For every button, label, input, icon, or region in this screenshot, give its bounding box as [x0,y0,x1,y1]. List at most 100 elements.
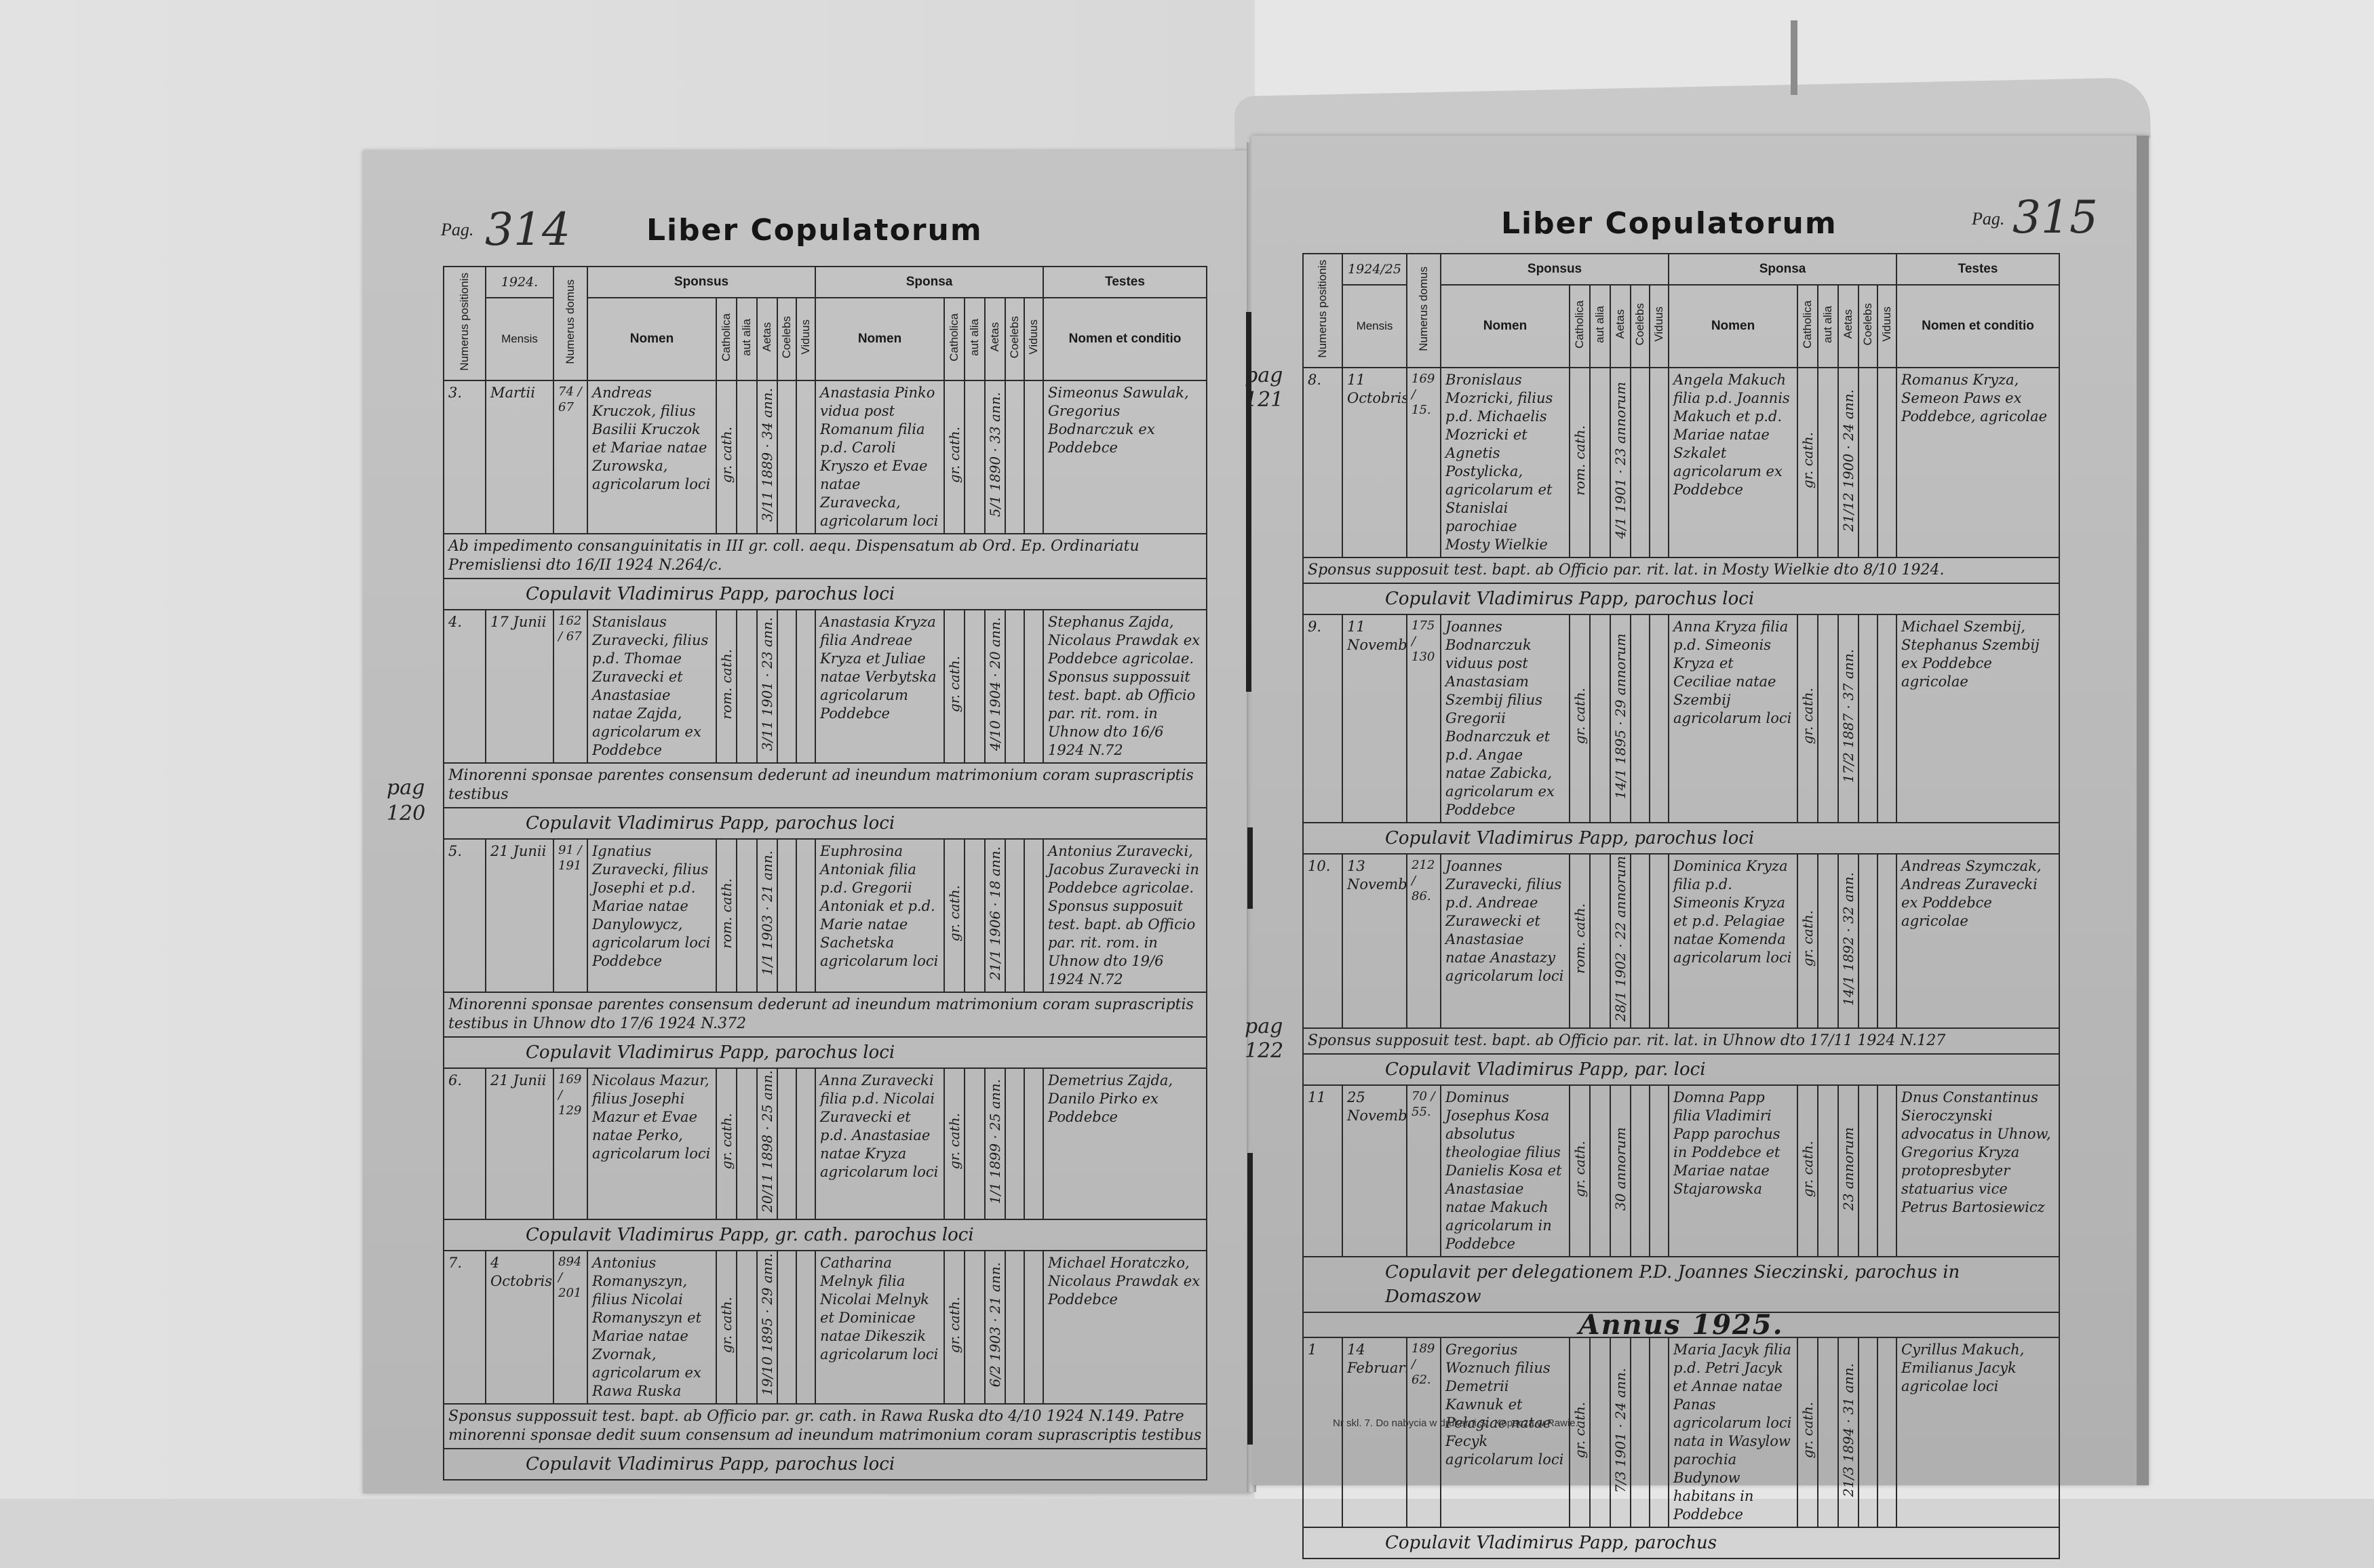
sponsus-religio: rom. cath. [716,609,737,764]
testes-names: Romanus Kryza, Semeon Paws ex Poddebce, … [1896,367,2061,558]
sponsus-name: Dominus Josephus Kosa absolutus theologi… [1440,1084,1570,1258]
sponsa-viduus [1877,1337,1898,1529]
sponsa-aetas: 21/3 1894 · 31 ann. [1837,1337,1860,1529]
sponsus-viduus [1648,852,1670,1030]
copulavit-row: Copulavit Vladimirus Papp, parochus [1302,1527,2061,1560]
sponsa-name: Anna Kryza filia p.d. Simeonis Kryza et … [1668,614,1799,823]
sponsus-aetas: 28/1 1902 · 22 annorum [1610,852,1631,1030]
entry-number: 10. [1302,852,1343,1030]
sponsa-religio: gr. cath. [943,1067,966,1220]
sponsus-aetas-text: 1/1 1903 · 21 ann. [758,850,775,976]
sponsus-name: Ignatius Zuravecki, filius Josephi et p.… [587,838,717,993]
entry-domus: 212 / 86. [1406,852,1441,1030]
copulavit-row: Copulavit Vladimirus Papp, parochus loci [442,1036,1208,1069]
header-mensis: Mensis [485,297,554,381]
entry-month: 4 Octobris [485,1249,554,1405]
sponsa-coelebs [1858,852,1879,1030]
header-sponsa-coelebs: Coelebs [1858,284,1879,368]
entry-note: Sponsus supposuit test. bapt. ab Officio… [1302,557,2061,584]
entry-note: Ab impedimento consanguinitatis in III g… [442,533,1208,579]
register-table-right: Numerus positionis 1924/25 Numerus domus… [1302,253,2061,1560]
sponsa-coelebs [1005,380,1026,534]
sponsus-viduus [795,609,817,764]
sponsus-name: Joannes Bodnarczuk viduus post Anastasia… [1440,614,1570,823]
sponsus-aetas: 7/3 1901 · 24 ann. [1610,1337,1631,1529]
sponsus-name: Bronislaus Mozricki, filius p.d. Michael… [1440,367,1570,558]
sponsus-religio-text: rom. cath. [718,648,735,720]
sponsa-religio: gr. cath. [943,838,966,993]
sponsus-aut-alia [736,380,758,534]
header-sponsa-viduus: Viduus [1877,284,1898,368]
note-row: Sponsus supposuit test. bapt. ab Officio… [1302,557,2061,584]
entry-month: 13 Novembris [1342,852,1407,1030]
sponsa-viduus [1024,1249,1045,1405]
copulavit-row: Copulavit Vladimirus Papp, parochus loci [442,1447,1208,1481]
sponsus-aut-alia [1589,852,1611,1030]
sponsa-religio-text: gr. cath. [1799,431,1816,489]
sponsa-coelebs [1858,367,1879,558]
copulavit-row: Copulavit Vladimirus Papp, gr. cath. par… [442,1218,1208,1251]
right-page: Liber Copulatorum Pag. 315 Numerus posit… [1245,136,2149,1560]
note-row: Minorenni sponsae parentes consensum ded… [442,992,1208,1038]
entry-note: Sponsus supposuit test. bapt. ab Officio… [1302,1027,2061,1055]
copulavit-signature: Copulavit Vladimirus Papp, parochus loci [442,1036,1208,1069]
sponsus-viduus [795,838,817,993]
sponsus-aetas: 19/10 1895 · 29 ann. [756,1249,778,1405]
header-sponsus-coelebs: Coelebs [1630,284,1650,368]
pag-label: Pag. [441,220,474,239]
sponsus-aetas: 14/1 1895 · 29 annorum [1610,614,1631,823]
sponsa-aetas-text: 14/1 1892 · 32 ann. [1840,871,1856,1006]
header-testes-nomen: Nomen et conditio [1043,297,1208,381]
testes-names: Demetrius Zajda, Danilo Pirko ex Poddebc… [1043,1067,1208,1220]
sponsa-aetas: 23 annorum [1837,1084,1860,1258]
note-row: Ab impedimento consanguinitatis in III g… [442,533,1208,579]
header-sponsus-aut-alia: aut alia [1589,284,1611,368]
sponsa-aetas-text: 21/1 1906 · 18 ann. [986,846,1003,981]
note-row: Minorenni sponsae parentes consensum ded… [442,762,1208,808]
copulavit-signature: Copulavit Vladimirus Papp, parochus [1302,1527,2061,1560]
sponsus-aetas: 30 annorum [1610,1084,1631,1258]
sponsa-religio-text: gr. cath. [946,426,962,484]
page-number: 315 [2012,191,2098,243]
sponsus-religio-text: gr. cath. [718,1113,735,1170]
sponsa-aetas: 6/2 1903 · 21 ann. [984,1249,1007,1405]
testes-names: Michael Szembij, Stephanus Szembij ex Po… [1896,614,2061,823]
header-sponsa-catholica: Catholica [1797,284,1819,368]
entry-month: 11 Novembris [1342,614,1407,823]
sponsa-aut-alia [1817,1084,1840,1258]
header-sponsa-aetas: Aetas [1837,284,1860,368]
copulavit-row: Copulavit Vladimirus Papp, par. loci [1302,1053,2061,1086]
copulavit-signature: Copulavit Vladimirus Papp, parochus loci [442,807,1208,840]
copulavit-signature: Copulavit Vladimirus Papp, par. loci [1302,1053,2061,1086]
sponsus-aetas: 1/1 1903 · 21 ann. [756,838,778,993]
sponsus-aetas: 3/11 1889 · 34 ann. [756,380,778,534]
header-sponsa-coelebs: Coelebs [1005,297,1026,381]
sponsa-aetas-text: 17/2 1887 · 37 ann. [1840,649,1856,783]
sponsus-name: Joannes Zuravecki, filius p.d. Andreae Z… [1440,852,1570,1030]
sponsa-aetas: 1/1 1899 · 25 ann. [984,1067,1007,1220]
sponsa-religio: gr. cath. [1797,1337,1819,1529]
page-title: Liber Copulatorum [646,213,983,248]
copulavit-row: Copulavit Vladimirus Papp, parochus loci [442,578,1208,610]
entry-note: Minorenni sponsae parentes consensum ded… [442,992,1208,1038]
sponsus-aut-alia [1589,1084,1611,1258]
sponsa-religio-text: gr. cath. [946,655,962,713]
sponsa-viduus [1877,367,1898,558]
pag-label: Pag. [1972,209,2005,229]
sponsus-religio-text: rom. cath. [718,878,735,949]
sponsus-religio-text: rom. cath. [1571,903,1588,974]
copulavit-row: Copulavit Vladimirus Papp, parochus loci [1302,822,2061,855]
sponsa-aetas-text: 1/1 1899 · 25 ann. [986,1078,1003,1204]
sponsus-religio-text: gr. cath. [718,1296,735,1353]
sponsus-name: Antonius Romanyszyn, filius Nicolai Roma… [587,1249,717,1405]
sponsus-aut-alia [1589,367,1611,558]
sponsus-viduus [795,380,817,534]
copulavit-row: Copulavit per delegationem P.D. Joannes … [1302,1256,2061,1314]
entry-domus: 162 / 67 [553,609,588,764]
sponsus-coelebs [1630,1337,1650,1529]
sponsa-religio-text: gr. cath. [946,1296,962,1353]
header-sponsus-aetas: Aetas [756,297,778,381]
sponsa-aetas: 21/12 1900 · 24 ann. [1837,367,1860,558]
